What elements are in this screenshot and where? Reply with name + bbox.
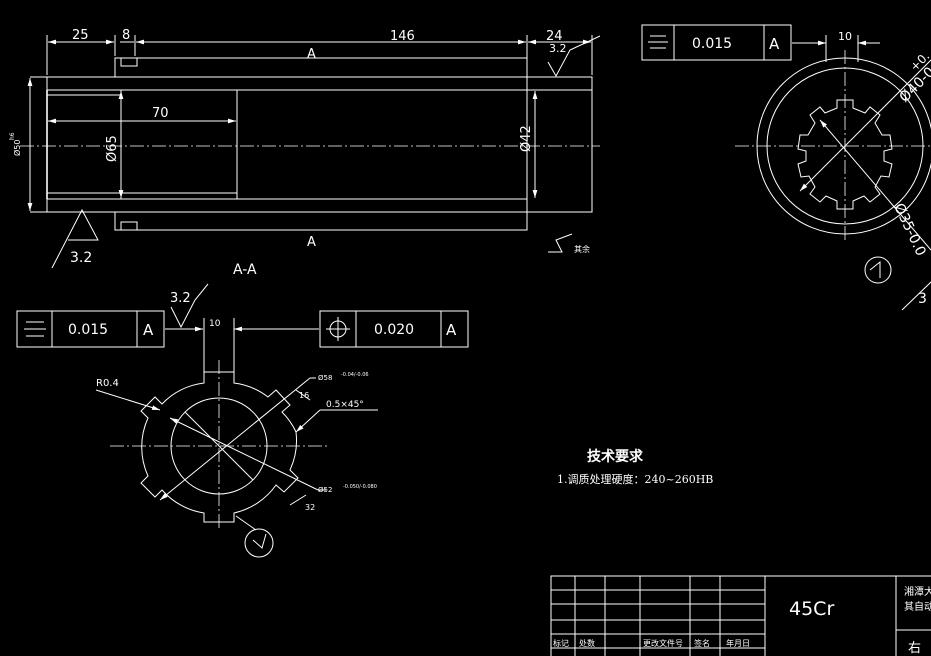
right-dim-dia35: Ø35-0.0	[890, 201, 928, 259]
dim-16: 16	[299, 391, 309, 400]
roughness-section: 3.2	[170, 291, 191, 306]
title-cell-3: 签名	[694, 638, 710, 648]
dim-10-section: 10	[209, 319, 221, 329]
tech-requirements: 技术要求 1.调质处理硬度：240~260HB	[557, 448, 713, 486]
org-line2: 其自动	[904, 600, 931, 613]
title-cell-4: 年月日	[726, 638, 750, 648]
tolerance-value: 0.015	[692, 36, 732, 52]
dim-8: 8	[122, 28, 130, 43]
wall-hatch-top	[46, 76, 528, 91]
dim-r04: R0.4	[96, 378, 119, 389]
dim-146: 146	[390, 29, 415, 44]
spline-section-hatch	[140, 371, 299, 523]
tech-requirements-title: 技术要求	[587, 448, 644, 465]
tolerance-value-right: 0.020	[374, 322, 414, 338]
tolerance-value-left: 0.015	[68, 322, 108, 338]
title-bottom-fragment: 右	[908, 641, 921, 656]
tech-requirement-1: 1.调质处理硬度：240~260HB	[557, 472, 713, 486]
other-surfaces-label: 其余	[574, 244, 590, 254]
dim-dia52-tol: -0.050/-0.080	[343, 484, 377, 490]
dim-dia42: Ø42	[519, 125, 534, 152]
dim-dia58-tol: -0.04/-0.06	[341, 372, 369, 378]
dim-dia50: Ø50	[12, 140, 22, 156]
title-cell-0: 标记	[553, 638, 569, 648]
dim-24: 24	[546, 29, 563, 44]
right-dim-3: 3	[918, 291, 927, 307]
section-a-a: 0.015 A 0.020 A 10 3.2 R0.4 Ø58 -0.04/-0…	[16, 283, 469, 558]
org-line1: 湘潭大	[904, 585, 931, 598]
wall-hatch-bottom	[46, 198, 528, 213]
section-title: A-A	[233, 262, 257, 278]
shaft-main-view: 25 8 146 24 A A 70 Ø65 Ø42 Ø50 h6 3.2 3.…	[9, 28, 601, 278]
dim-25: 25	[72, 28, 89, 43]
dim-32: 32	[305, 503, 315, 512]
title-cell-1: 处数	[579, 638, 595, 648]
dim-70: 70	[152, 106, 169, 121]
dim-dia50-tol: h6	[9, 132, 16, 140]
tolerance-frame-top-right: 0.015 A 10	[641, 24, 880, 62]
title-cell-2: 更改文件号	[643, 638, 683, 648]
dim-dia65: Ø65	[105, 135, 120, 162]
datum-label: A	[769, 35, 780, 53]
material-label: 45Cr	[789, 598, 834, 620]
datum-right: A	[446, 321, 457, 339]
section-label-a-top: A	[307, 47, 316, 62]
roughness-left: 3.2	[70, 250, 92, 266]
dim-dia58: Ø58	[318, 374, 332, 382]
dim-dia52: Ø52	[318, 486, 332, 494]
datum-left: A	[143, 321, 154, 339]
dim-chamfer: 0.5×45°	[326, 400, 364, 410]
section-label-a-bottom: A	[307, 235, 316, 250]
dim-10-right: 10	[838, 30, 852, 43]
spline-right-view: Ø40-0 +0. Ø35-0.0 3	[735, 49, 931, 311]
roughness-top-right: 3.2	[549, 42, 567, 55]
title-block: 标记 处数 更改文件号 签名 年月日 45Cr 湘潭大 其自动 右	[550, 575, 931, 656]
